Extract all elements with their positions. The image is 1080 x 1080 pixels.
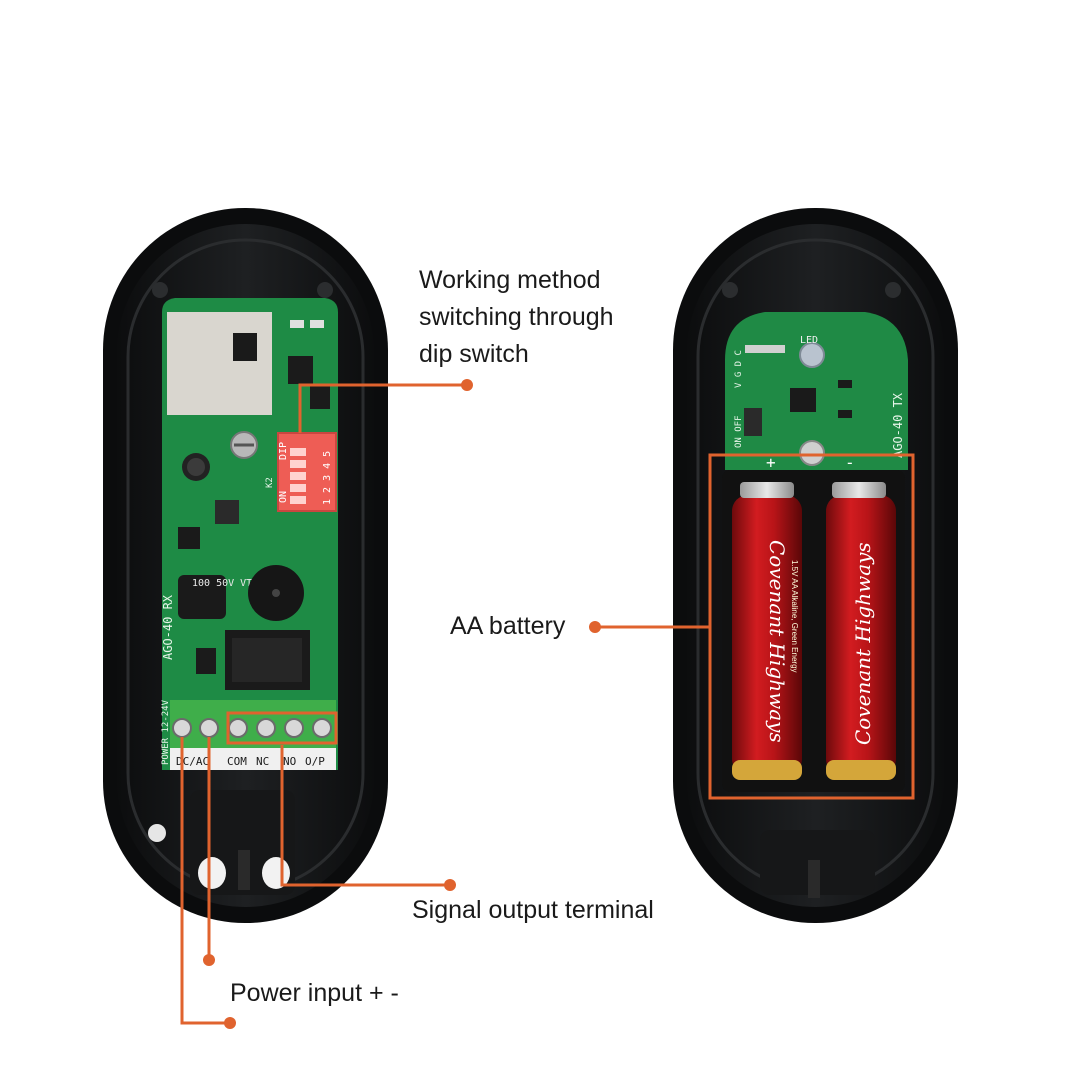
led <box>799 342 825 368</box>
terminal-label-op: O/P <box>305 755 325 768</box>
battery-left-brand: Covenant Highways <box>765 540 789 743</box>
dip-on-label: ON <box>278 491 289 503</box>
dip-switch-callout-line1: Working method <box>419 266 601 294</box>
dip-switch-leader <box>298 383 467 433</box>
battery-left-spec: 1.5V AA Alkaline, Green Energy <box>790 560 799 673</box>
receiver-pcb: 100 50V VT DC/AC COM NC NO O/P AGO-40 RX… <box>161 298 338 770</box>
dip-marker-label: K2 <box>265 477 275 488</box>
battery-callout: AA battery <box>450 612 566 640</box>
terminal-label-nc: NC <box>256 755 269 768</box>
callout-dots <box>203 379 601 1029</box>
battery-holder: Covenant Highways 1.5V AA Alkaline, Gree… <box>722 470 905 792</box>
power-minus-leader <box>180 737 230 1025</box>
rf-shield <box>167 312 272 415</box>
led-label: LED <box>800 335 818 346</box>
signal-output-callout: Signal output terminal <box>412 896 654 924</box>
on-off-switch <box>744 408 762 436</box>
dip-switch <box>277 432 337 512</box>
tx-plus-label: + <box>766 453 776 472</box>
header-pins-label: V G D C <box>734 350 744 388</box>
dip-switch-callout-line3: dip switch <box>419 340 529 368</box>
dip-switch-callout-line2: switching through <box>419 303 614 331</box>
power-input-callout: Power input + - <box>230 979 399 1007</box>
terminal-label-com: COM <box>227 755 247 768</box>
terminal-block <box>170 700 338 748</box>
callout-lines <box>180 383 915 1025</box>
capacitor-label: 100 50V VT <box>192 578 252 589</box>
receiver-power-label: POWER 12-24V <box>161 699 171 765</box>
transmitter-model-label: AGO-40 TX <box>891 392 905 458</box>
battery-right: Covenant Highways <box>826 482 896 780</box>
battery-left: Covenant Highways 1.5V AA Alkaline, Gree… <box>732 482 802 780</box>
dip-numbers-label: 1 2 3 4 5 <box>322 451 333 505</box>
on-off-label: ON OFF <box>734 415 744 448</box>
dip-switch-callout: Working method switching through dip swi… <box>419 262 614 373</box>
tx-minus-label: - <box>845 453 855 472</box>
dip-label: DIP <box>278 442 289 460</box>
capacitor <box>178 575 226 619</box>
transmitter-pcb: LED + - AGO-40 TX ON OFF V G D C <box>725 312 908 472</box>
battery-right-brand: Covenant Highways <box>851 542 875 745</box>
terminal-label-power: DC/AC <box>176 755 209 768</box>
terminal-label-no: NO <box>283 755 296 768</box>
receiver-model-label: AGO-40 RX <box>161 594 175 660</box>
signal-output-leader <box>280 745 450 887</box>
